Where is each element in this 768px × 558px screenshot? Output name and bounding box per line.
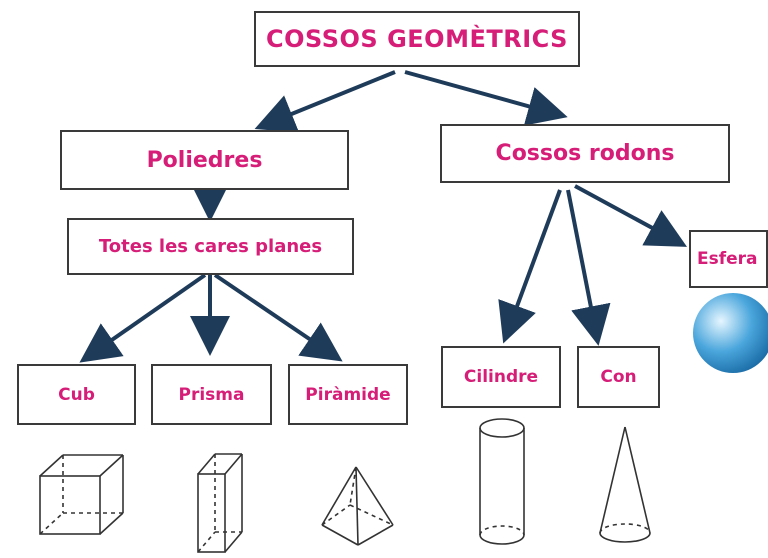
prism-icon [197, 453, 243, 553]
node-all-faces-flat: Totes les cares planes [67, 218, 354, 275]
cube-icon [39, 454, 124, 535]
arrow-title-to-round [404, 70, 568, 126]
node-cube: Cub [17, 364, 136, 425]
node-cylinder: Cilindre [441, 346, 561, 408]
node-cone: Con [577, 346, 660, 408]
sphere-icon [693, 293, 768, 373]
arrow-round-to-cone [566, 189, 611, 346]
node-pyramid: Piràmide [288, 364, 408, 425]
node-prism: Prisma [151, 364, 272, 425]
node-polyhedra: Poliedres [60, 130, 349, 190]
arrow-property-to-cube [79, 273, 207, 363]
arrow-title-to-polyhedra [254, 70, 396, 133]
node-sphere: Esfera [689, 230, 768, 288]
arrow-property-to-pyramid [213, 273, 343, 362]
cone-icon [599, 426, 651, 543]
cylinder-icon [479, 418, 525, 545]
arrow-round-to-sphere [574, 184, 688, 247]
arrow-round-to-cylinder [498, 189, 562, 344]
diagram-title: COSSOS GEOMÈTRICS [254, 11, 580, 67]
node-round-bodies: Cossos rodons [440, 124, 730, 183]
connector-arrows [79, 70, 688, 363]
pyramid-icon [321, 466, 394, 546]
